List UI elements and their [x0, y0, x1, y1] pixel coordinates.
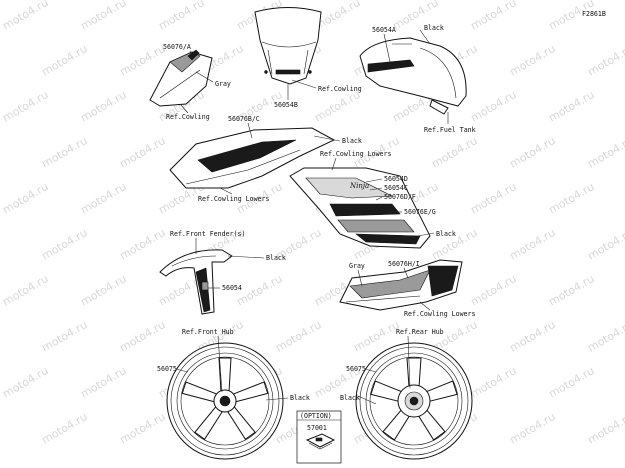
ref-cowling-lowers-top-label: Ref.Cowling Lowers: [320, 150, 391, 158]
front-wheel-part: [166, 342, 284, 460]
watermark-text: moto4.ru: [468, 88, 518, 125]
watermark-text: moto4.ru: [585, 318, 625, 355]
rear-wheel-part: [355, 342, 473, 460]
part-56054d-label: 56054D: [384, 175, 408, 183]
watermark-text: moto4.ru: [39, 318, 89, 355]
ref-cowling-center-label: Ref.Cowling: [318, 85, 362, 93]
watermark-text: moto4.ru: [468, 0, 518, 33]
watermark-text: moto4.ru: [39, 226, 89, 263]
part-56076df-label: 56076D/F: [384, 193, 416, 201]
figure-code: F2861B: [582, 10, 606, 18]
watermark-text: moto4.ru: [585, 42, 625, 79]
part-56076hi-label: 56076H/I: [388, 260, 420, 268]
part-56076a-label: 56076/A: [163, 43, 191, 51]
option-box: [296, 410, 342, 464]
watermark-text: moto4.ru: [117, 226, 167, 263]
option-tool-part: [305, 433, 336, 450]
watermark-text: moto4.ru: [234, 272, 284, 309]
upper-cowling-left-part: [149, 49, 213, 107]
watermark-text: moto4.ru: [117, 134, 167, 171]
black-fender-label: Black: [266, 254, 286, 262]
watermark-text: moto4.ru: [117, 410, 167, 447]
watermark-text: moto4.ru: [0, 180, 50, 217]
watermark-text: moto4.ru: [117, 42, 167, 79]
watermark-text: moto4.ru: [156, 0, 206, 33]
watermark-text: moto4.ru: [78, 180, 128, 217]
black-rear-wheel-label: Black: [340, 394, 360, 402]
watermark-text: moto4.ru: [0, 88, 50, 125]
watermark-text: moto4.ru: [0, 272, 50, 309]
watermark-text: moto4.ru: [468, 272, 518, 309]
black-front-wheel-label: Black: [290, 394, 310, 402]
ref-fuel-tank-label: Ref.Fuel Tank: [424, 126, 476, 134]
watermark-text: moto4.ru: [546, 88, 596, 125]
part-56054c-label: 56054C: [384, 184, 408, 192]
watermark-text: moto4.ru: [585, 134, 625, 171]
watermark-text: moto4.ru: [507, 42, 557, 79]
option-label: (OPTION): [300, 412, 332, 420]
middle-fairing-part: Ninja: [289, 167, 431, 249]
part-56075-left-label: 56075: [157, 365, 177, 373]
ref-front-hub-label: Ref.Front Hub: [182, 328, 234, 336]
watermark-text: moto4.ru: [585, 226, 625, 263]
black-lower-label: Black: [436, 230, 456, 238]
watermark-text: moto4.ru: [507, 318, 557, 355]
ref-cowling-lowers-left-label: Ref.Cowling Lowers: [198, 195, 269, 203]
watermark-text: moto4.ru: [0, 364, 50, 401]
front-fender-part: [159, 249, 233, 315]
side-cowling-part: [169, 127, 336, 189]
watermark-text: moto4.ru: [507, 226, 557, 263]
part-56076eg-label: 56076E/G: [404, 208, 436, 216]
ref-front-fender-label: Ref.Front Fender(s): [170, 230, 245, 238]
part-56054-label: 56054: [222, 284, 242, 292]
black-side-label: Black: [342, 137, 362, 145]
part-57001-label: 57001: [307, 424, 327, 432]
watermark-text: moto4.ru: [117, 318, 167, 355]
watermark-text: moto4.ru: [39, 134, 89, 171]
svg-text:Ninja: Ninja: [349, 182, 369, 190]
fuel-tank-part: [359, 37, 467, 115]
watermark-text: moto4.ru: [78, 88, 128, 125]
part-56075-right-label: 56075: [346, 365, 366, 373]
part-56054a-label: 56054A: [372, 26, 396, 34]
watermark-text: moto4.ru: [507, 134, 557, 171]
watermark-text: moto4.ru: [546, 272, 596, 309]
watermark-text: moto4.ru: [507, 410, 557, 447]
watermark-text: moto4.ru: [312, 88, 362, 125]
watermark-text: moto4.ru: [585, 410, 625, 447]
watermark-text: moto4.ru: [468, 180, 518, 217]
watermark-text: moto4.ru: [468, 364, 518, 401]
gray-top-label: Gray: [215, 80, 231, 88]
part-56054b-label: 56054B: [274, 101, 298, 109]
black-tank-label: Black: [424, 24, 444, 32]
ref-cowling-lowers-right-label: Ref.Cowling Lowers: [404, 310, 475, 318]
watermark-text: moto4.ru: [78, 0, 128, 33]
watermark-text: moto4.ru: [39, 410, 89, 447]
watermark-text: moto4.ru: [0, 0, 50, 33]
gray-lower-label: Gray: [349, 262, 365, 270]
watermark-text: moto4.ru: [78, 364, 128, 401]
ref-cowling-left-label: Ref.Cowling: [166, 113, 210, 121]
watermark-layer: moto4.ru moto4.ru moto4.ru moto4.ru moto4.ru…: [0, 0, 625, 447]
watermark-text: moto4.ru: [78, 272, 128, 309]
watermark-text: moto4.ru: [273, 318, 323, 355]
part-56076bc-label: 56076B/C: [228, 115, 260, 123]
windscreen-part: [254, 7, 322, 85]
watermark-text: moto4.ru: [39, 42, 89, 79]
watermark-text: moto4.ru: [429, 134, 479, 171]
watermark-text: moto4.ru: [546, 364, 596, 401]
watermark-text: moto4.ru: [546, 180, 596, 217]
lower-cowling-part: [339, 259, 463, 311]
ref-rear-hub-label: Ref.Rear Hub: [396, 328, 444, 336]
